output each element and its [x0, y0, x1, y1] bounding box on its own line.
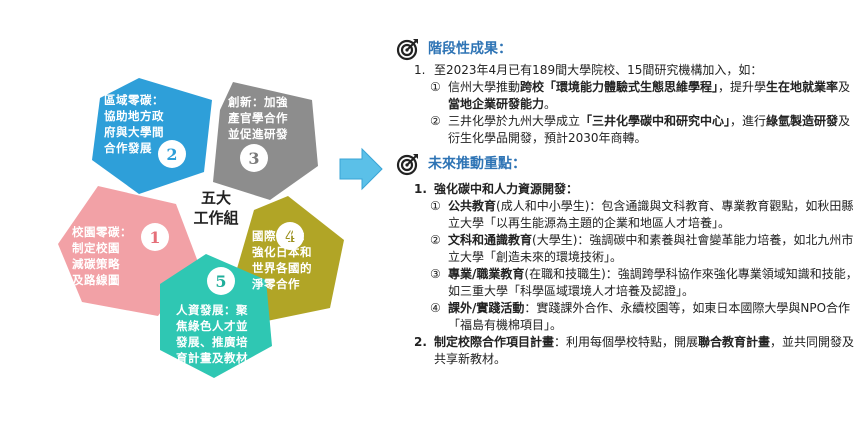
future-item-2: 2. 制定校際合作項目計畫：利用每個學校特點，開展聯合教育計畫，並共同開發及共享… — [414, 334, 862, 368]
item-body: ，並共同開發及共享新教材。 — [434, 335, 855, 366]
right-arrow-icon — [339, 147, 383, 191]
text-part: 信州大學推動 — [448, 80, 521, 94]
text-part-bold: 生在地就業率 — [766, 80, 839, 94]
sub-text: 專業/職業教育(在職和技職生)：強調跨學科協作來強化專業領域知識和技能，如三重大… — [448, 266, 862, 300]
five-working-groups-diagram: 2 3 1 4 5 — [58, 78, 344, 378]
item-number: 2. — [414, 335, 427, 349]
item-head: 制定校際合作項目計畫 — [434, 335, 555, 349]
hexagon-5 — [160, 254, 272, 378]
hexagon-5-text: 人資發展：聚 焦綠色人才並 發展、推廣培 育計畫及教材 — [176, 303, 248, 365]
text-part-bold: 綠氫製造研發 — [766, 114, 839, 128]
text-part-bold: 當地企業研發能力 — [448, 97, 545, 111]
sub-text: 文科和通識教育(大學生)：強調碳中和素養與社會變革能力培養，如北九州市立大學「創… — [448, 232, 862, 266]
future-sub-2: ② 文科和通識教育(大學生)：強調碳中和素養與社會變革能力培養，如北九州市立大學… — [430, 232, 862, 266]
text-part-bold: 跨校「環境能力體驗式生態思維學程」 — [520, 80, 719, 94]
number-circle-5 — [207, 267, 235, 295]
text-part: 三井化學於九州大學成立 — [448, 114, 581, 128]
text-part: ，進行 — [730, 114, 767, 128]
center-label: 五大 工作組 — [193, 189, 239, 227]
text-part: 及衍生化學品開發，預計2030年商轉。 — [448, 114, 851, 145]
section-achievements-title-text: 階段性成果： — [428, 40, 512, 57]
sub-head: 公共教育 — [448, 199, 497, 213]
text-part: 。 — [544, 97, 557, 111]
sub-mark: ② — [430, 233, 441, 247]
sub-body: (成人和中小學生)：包含通識與文科教育、專業教育觀點，如秋田縣立大學「以再生能源… — [448, 199, 854, 230]
item-text: 制定校際合作項目計畫：利用每個學校特點，開展聯合教育計畫，並共同開發及共享新教材… — [434, 334, 862, 368]
sub-mark: ③ — [430, 267, 441, 281]
number-2: 2 — [166, 145, 177, 164]
future-sub-1: ① 公共教育(成人和中小學生)：包含通識與文科教育、專業教育觀點，如秋田縣立大學… — [430, 198, 862, 232]
future-sub-4: ④ 課外/實踐活動：實踐課外合作、永續校園等，如東日本國際大學與NPO合作「福島… — [430, 300, 862, 334]
number-4: 4 — [284, 227, 295, 246]
number-circle-1 — [141, 223, 169, 251]
right-panel: 階段性成果： 1. 至2023年4月已有189間大學院校、15間研究機構加入，如… — [392, 36, 862, 368]
number-1: 1 — [149, 228, 160, 247]
achievement-sub-1: ① 信州大學推動跨校「環境能力體驗式生態思維學程」，提升學生在地就業率及當地企業… — [430, 79, 862, 113]
hexagon-1-text: 校園零碳： 制定校園 減碳策略 及路線圖 — [72, 225, 132, 287]
sub-head: 課外/實踐活動 — [448, 301, 525, 315]
sub-text: 三井化學於九州大學成立「三井化學碳中和研究中心」，進行綠氫製造研發及衍生化學品開… — [448, 113, 862, 147]
text-part-bold: 「三井化學碳中和研究中心」 — [580, 114, 731, 128]
sub-head: 專業/職業教育 — [448, 267, 525, 281]
number-5: 5 — [215, 272, 226, 291]
future-sub-3: ③ 專業/職業教育(在職和技職生)：強調跨學科協作來強化專業領域知識和技能，如三… — [430, 266, 862, 300]
text-part: 及 — [838, 80, 851, 94]
sub-mark: ① — [430, 80, 441, 94]
sub-body: ：實踐課外合作、永續校園等，如東日本國際大學與NPO合作「福島有機棉項目」。 — [448, 301, 851, 332]
sub-text: 信州大學推動跨校「環境能力體驗式生態思維學程」，提升學生在地就業率及當地企業研發… — [448, 79, 862, 113]
number-circle-3 — [240, 144, 268, 172]
item-number: 1. — [414, 182, 427, 196]
sub-body: (大學生)：強調碳中和素養與社會變革能力培養，如北九州市立大學「創造未來的環境技… — [448, 233, 854, 264]
achievement-item-1: 1. 至2023年4月已有189間大學院校、15間研究機構加入，如： — [414, 62, 862, 79]
number-3: 3 — [248, 149, 259, 168]
item-body: ：利用每個學校特點，開展 — [554, 335, 699, 349]
sub-text: 課外/實踐活動：實踐課外合作、永續校園等，如東日本國際大學與NPO合作「福島有機… — [448, 300, 862, 334]
sub-mark: ① — [430, 199, 441, 213]
hexagon-4-text: 國際合作： 強化日本和 世界各國的 淨零合作 — [252, 229, 312, 291]
item-bold: 聯合教育計畫 — [698, 335, 771, 349]
sub-mark: ② — [430, 114, 441, 128]
sub-body: (在職和技職生)：強調跨學科協作來強化專業領域知識和技能，如三重大學「科學區域環… — [448, 267, 858, 298]
item-number: 1. — [414, 63, 426, 77]
achievement-sub-2: ② 三井化學於九州大學成立「三井化學碳中和研究中心」，進行綠氫製造研發及衍生化學… — [430, 113, 862, 147]
target-icon — [396, 39, 418, 61]
hexagon-3 — [213, 82, 318, 200]
section-achievements-title: 階段性成果： — [396, 36, 862, 62]
sub-text: 公共教育(成人和中小學生)：包含通識與文科教育、專業教育觀點，如秋田縣立大學「以… — [448, 198, 862, 232]
number-circle-2 — [158, 140, 186, 168]
sub-mark: ④ — [430, 301, 441, 315]
sub-head: 文科和通識教育 — [448, 233, 533, 247]
number-circle-4 — [276, 222, 304, 250]
section-future-title: 未來推動重點： — [396, 151, 862, 177]
target-icon — [396, 154, 418, 176]
item-text: 至2023年4月已有189間大學院校、15間研究機構加入，如： — [434, 63, 763, 77]
section-future-title-text: 未來推動重點： — [428, 155, 526, 172]
item-text: 強化碳中和人力資源開發： — [434, 182, 579, 196]
hexagon-2 — [92, 78, 212, 194]
hexagon-3-text: 創新：加強 產官學合作 並促進研發 — [228, 95, 288, 141]
hexagon-2-text: 區域零碳： 協助地方政 府與大學間 合作發展 — [104, 93, 164, 155]
text-part: ，提升學 — [718, 80, 767, 94]
future-item-1: 1. 強化碳中和人力資源開發： — [414, 181, 862, 198]
